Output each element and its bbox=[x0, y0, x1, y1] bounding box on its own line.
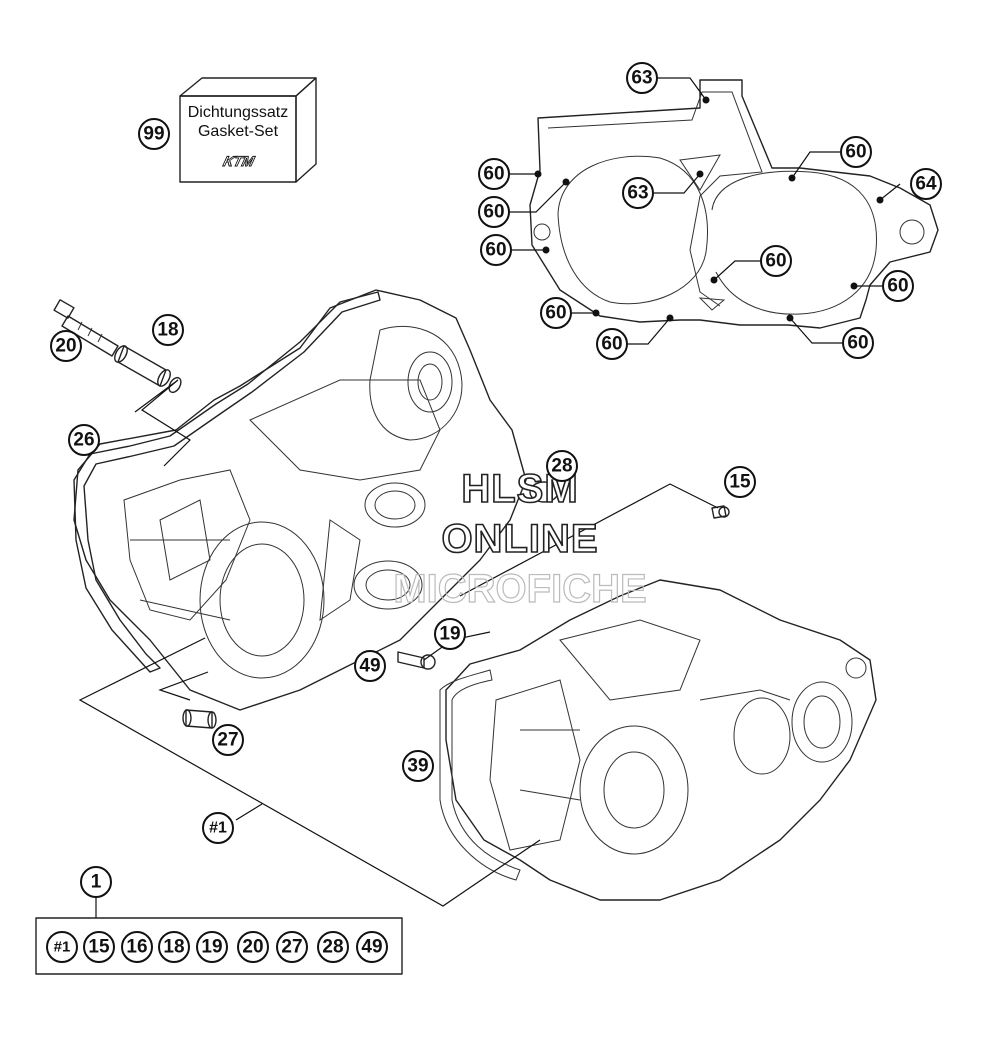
oring-28 bbox=[529, 481, 559, 503]
svg-text:28: 28 bbox=[322, 937, 343, 958]
kit-item-20: 20 bbox=[237, 931, 269, 963]
svg-text:19: 19 bbox=[201, 937, 222, 958]
svg-text:63: 63 bbox=[631, 68, 652, 89]
watermark-line-2: ONLINE bbox=[441, 517, 598, 561]
callout-64: 64 bbox=[910, 168, 942, 200]
dowel-27 bbox=[182, 709, 217, 729]
left-crankcase-half bbox=[73, 289, 527, 711]
callout-15-top: 15 bbox=[724, 466, 756, 498]
svg-text:26: 26 bbox=[73, 430, 94, 451]
right-gasket bbox=[439, 669, 521, 881]
callout-99: 99 bbox=[138, 118, 170, 150]
svg-text:1: 1 bbox=[91, 872, 102, 893]
callout-60-6: 60 bbox=[840, 136, 872, 168]
kit-item-15: 15 bbox=[83, 931, 115, 963]
callout-18: 18 bbox=[152, 314, 184, 346]
svg-text:64: 64 bbox=[915, 174, 937, 195]
callout-19: 19 bbox=[434, 618, 466, 650]
svg-text:60: 60 bbox=[765, 251, 786, 272]
callout-60-7: 60 bbox=[760, 245, 792, 277]
svg-text:18: 18 bbox=[163, 937, 184, 958]
kit-item-18: 18 bbox=[158, 931, 190, 963]
svg-text:19: 19 bbox=[439, 624, 460, 645]
sleeve-18 bbox=[114, 345, 182, 394]
svg-text:63: 63 bbox=[627, 183, 648, 204]
gasket-set-box: Dichtungssatz Gasket-Set KTM bbox=[179, 77, 317, 183]
callout-26: 26 bbox=[68, 424, 100, 456]
screw-15 bbox=[711, 505, 730, 519]
callout-60-1: 60 bbox=[478, 158, 510, 190]
kit-item-28: 28 bbox=[317, 931, 349, 963]
callout-60-5: 60 bbox=[596, 328, 628, 360]
callout-hash-1: #1 bbox=[202, 812, 234, 844]
kit-contents-box: #1 15 16 18 19 20 27 28 49 bbox=[35, 917, 403, 975]
svg-text:18: 18 bbox=[157, 320, 178, 341]
watermark: HLSM ONLINE MICROFICHE bbox=[393, 466, 648, 611]
svg-text:15: 15 bbox=[729, 472, 751, 493]
callout-60-8: 60 bbox=[882, 270, 914, 302]
gasket-set-title-de: Dichtungssatz bbox=[188, 104, 289, 121]
callout-60-4: 60 bbox=[540, 297, 572, 329]
svg-text:99: 99 bbox=[143, 124, 164, 145]
callout-27: 27 bbox=[212, 724, 244, 756]
svg-text:20: 20 bbox=[55, 336, 76, 357]
right-crankcase-half bbox=[445, 579, 877, 901]
svg-text:60: 60 bbox=[887, 276, 908, 297]
svg-text:27: 27 bbox=[217, 730, 238, 751]
svg-text:20: 20 bbox=[242, 937, 263, 958]
svg-text:15: 15 bbox=[88, 937, 110, 958]
callout-39: 39 bbox=[402, 750, 434, 782]
screw-19 bbox=[397, 651, 436, 670]
svg-text:16: 16 bbox=[126, 937, 147, 958]
kit-item-16: 16 bbox=[121, 931, 153, 963]
svg-text:28: 28 bbox=[551, 456, 572, 477]
callout-63-mid: 63 bbox=[622, 177, 654, 209]
bolt-20 bbox=[53, 299, 119, 357]
kit-item-49: 49 bbox=[356, 931, 388, 963]
svg-text:60: 60 bbox=[483, 164, 504, 185]
gasket-leaders bbox=[510, 77, 901, 345]
callout-60-3: 60 bbox=[480, 234, 512, 266]
callout-63-top: 63 bbox=[626, 62, 658, 94]
svg-text:60: 60 bbox=[485, 240, 506, 261]
kit-item-19: 19 bbox=[196, 931, 228, 963]
svg-text:60: 60 bbox=[847, 333, 868, 354]
callout-1: 1 bbox=[80, 866, 112, 898]
svg-text:60: 60 bbox=[601, 334, 622, 355]
svg-text:60: 60 bbox=[845, 142, 866, 163]
left-gasket bbox=[73, 291, 381, 673]
callout-28: 28 bbox=[546, 450, 578, 482]
outer-gasket bbox=[529, 79, 939, 329]
ktm-logo: KTM bbox=[221, 154, 257, 170]
svg-text:#1: #1 bbox=[209, 820, 227, 837]
kit-item-27: 27 bbox=[276, 931, 308, 963]
callout-60-9: 60 bbox=[842, 327, 874, 359]
svg-text:#1: #1 bbox=[54, 939, 71, 956]
kit-item-hash-1: #1 bbox=[46, 931, 78, 963]
callout-60-2: 60 bbox=[478, 196, 510, 228]
svg-text:49: 49 bbox=[361, 937, 382, 958]
watermark-line-3: MICROFICHE bbox=[393, 567, 646, 611]
svg-text:49: 49 bbox=[359, 656, 380, 677]
svg-text:60: 60 bbox=[483, 202, 504, 223]
svg-text:39: 39 bbox=[407, 756, 428, 777]
callout-49: 49 bbox=[354, 650, 386, 682]
svg-text:60: 60 bbox=[545, 303, 566, 324]
svg-text:27: 27 bbox=[281, 937, 302, 958]
callout-20: 20 bbox=[50, 330, 82, 362]
assembly-lines bbox=[78, 379, 719, 907]
gasket-set-title-en: Gasket-Set bbox=[198, 123, 279, 140]
